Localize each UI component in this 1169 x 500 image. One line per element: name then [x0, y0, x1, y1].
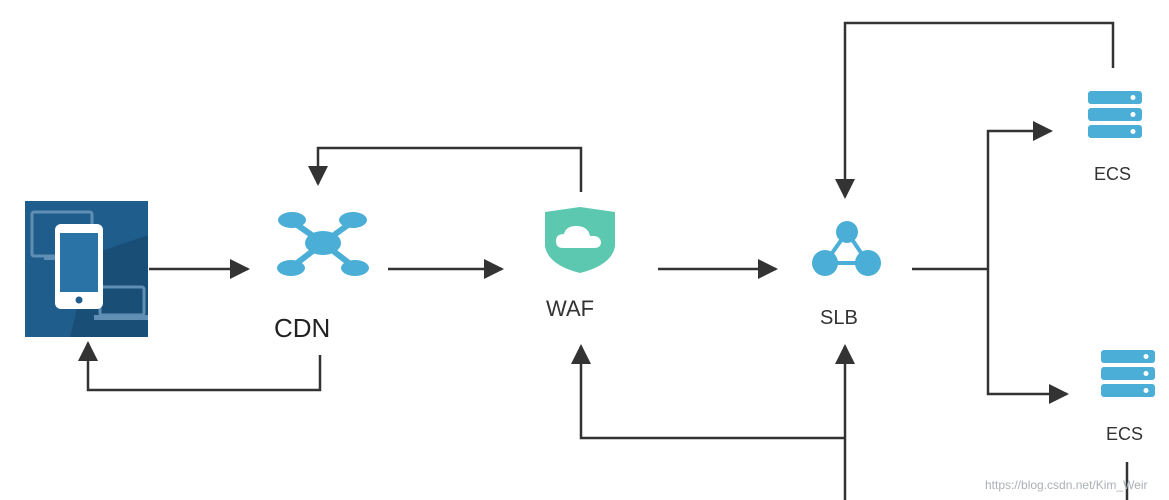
watermark: https://blog.csdn.net/Kim_Weir: [985, 478, 1148, 492]
server-icon: [1101, 350, 1155, 397]
edge-waf-to-cdn: [308, 146, 583, 192]
ecs-top-label: ECS: [1094, 164, 1132, 184]
edge-cdn-to-client: [78, 341, 322, 392]
edge-slb-to-ecs-bottom: [986, 269, 1069, 404]
cdn-network-icon: [277, 212, 369, 276]
slb-label: SLB: [820, 307, 858, 329]
slb-load-balancer-icon: [812, 221, 881, 276]
edge-return-to-waf: [571, 344, 845, 440]
waf-shield-cloud-icon: [545, 207, 615, 273]
waf-label: WAF: [546, 296, 595, 321]
ecs-bottom-label: ECS: [1106, 424, 1144, 444]
client-devices-icon: [25, 201, 148, 337]
server-icon: [1088, 91, 1142, 138]
edge-slb-to-ecs-top: [986, 121, 1053, 269]
cdn-label: CDN: [274, 313, 331, 343]
edge-ecs-top-to-slb: [835, 21, 1115, 199]
